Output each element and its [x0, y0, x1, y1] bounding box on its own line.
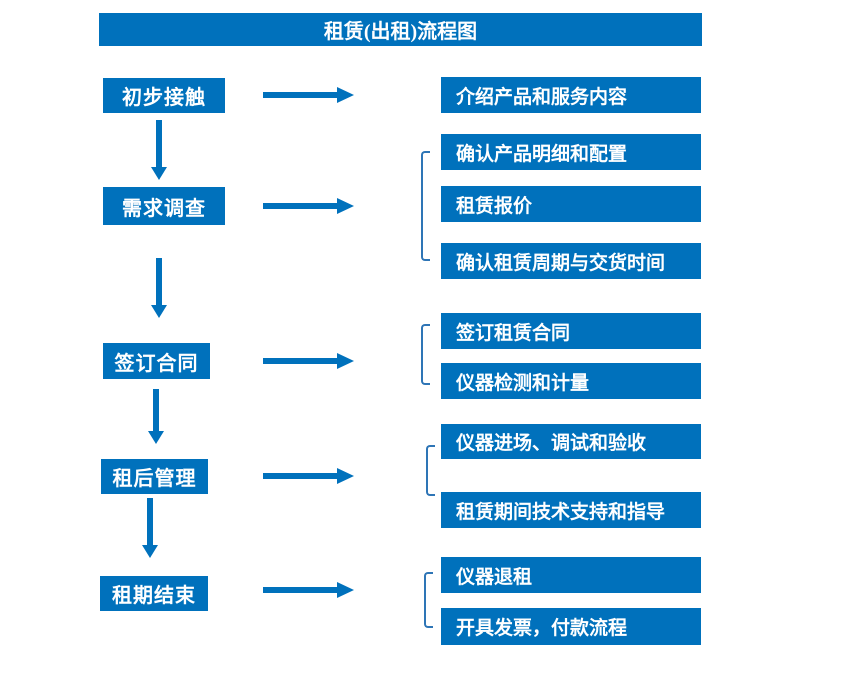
item-confirm-rental-period: 确认租赁周期与交货时间: [441, 243, 701, 279]
step-label: 初步接触: [122, 87, 206, 109]
item-label: 仪器检测和计量: [456, 372, 590, 394]
step-label: 租期结束: [112, 585, 196, 607]
item-sign-rental-contract: 签订租赁合同: [441, 313, 701, 349]
item-instrument-setup-acceptance: 仪器进场、调试和验收: [441, 424, 701, 459]
right-arrow-icon: [263, 353, 354, 369]
item-instrument-return: 仪器退租: [441, 557, 701, 593]
item-instrument-inspection: 仪器检测和计量: [441, 363, 701, 399]
step-box-post-rental-management: 租后管理: [101, 459, 208, 494]
down-arrow-icon: [142, 498, 158, 558]
group-bracket: [424, 572, 433, 628]
step-box-contract-signing: 签订合同: [103, 343, 210, 379]
right-arrow-icon: [263, 582, 354, 598]
item-introduce-products: 介绍产品和服务内容: [441, 77, 701, 113]
step-label: 租后管理: [112, 468, 197, 490]
right-arrow-icon: [263, 198, 354, 214]
step-box-demand-survey: 需求调查: [103, 187, 225, 225]
item-invoice-payment: 开具发票，付款流程: [441, 608, 701, 645]
right-arrow-icon: [263, 468, 354, 484]
item-label: 租赁期间技术支持和指导: [456, 501, 666, 523]
down-arrow-icon: [148, 389, 164, 444]
item-label: 租赁报价: [456, 195, 533, 217]
step-box-rental-end: 租期结束: [100, 576, 208, 611]
item-label: 确认产品明细和配置: [456, 143, 628, 165]
group-bracket: [426, 445, 435, 496]
step-box-initial-contact: 初步接触: [103, 78, 225, 113]
flowchart-title: 租赁(出租)流程图: [323, 21, 478, 43]
group-bracket: [421, 324, 430, 385]
item-label: 介绍产品和服务内容: [456, 86, 628, 108]
item-confirm-product-details: 确认产品明细和配置: [441, 134, 701, 170]
item-label: 开具发票，付款流程: [456, 618, 628, 639]
item-label: 仪器退租: [456, 566, 533, 588]
item-rental-quotation: 租赁报价: [441, 186, 701, 222]
step-label: 签订合同: [114, 352, 199, 375]
item-technical-support: 租赁期间技术支持和指导: [441, 492, 701, 528]
right-arrow-icon: [263, 87, 354, 103]
item-label: 签订租赁合同: [456, 322, 571, 344]
down-arrow-icon: [151, 258, 167, 318]
item-label: 仪器进场、调试和验收: [456, 433, 647, 454]
group-bracket: [421, 151, 430, 261]
item-label: 确认租赁周期与交货时间: [456, 252, 666, 274]
flowchart-title-bar: 租赁(出租)流程图: [99, 13, 702, 46]
step-label: 需求调查: [122, 197, 206, 220]
down-arrow-icon: [151, 120, 167, 180]
